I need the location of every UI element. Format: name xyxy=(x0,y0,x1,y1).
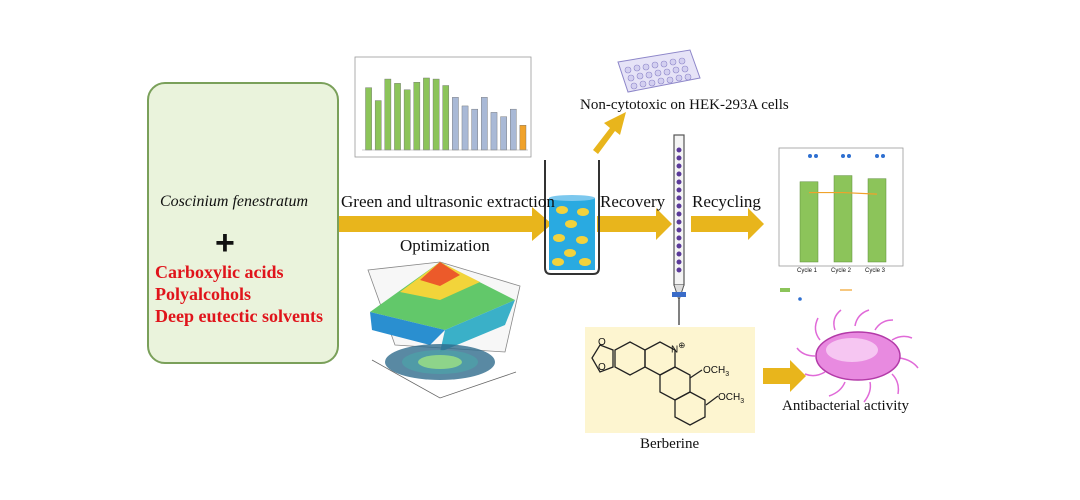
bar-chart-solvents xyxy=(354,56,532,158)
berberine-label: Berberine xyxy=(640,436,700,452)
chart1-bar xyxy=(481,97,488,151)
chart1-bar xyxy=(442,85,450,151)
arrow-cytotox xyxy=(593,112,626,154)
antibacterial-label: Antibacterial activity xyxy=(782,398,910,414)
chart2-bar xyxy=(799,181,819,263)
chart1-bar xyxy=(413,82,421,151)
chart2-bar xyxy=(867,178,887,263)
berberine-structure xyxy=(591,341,719,426)
chart2-tick-3: Cycle 3 xyxy=(865,268,886,274)
chart1-bar xyxy=(471,108,478,151)
chart2-tick-2: Cycle 2 xyxy=(831,268,852,274)
bacterium-icon xyxy=(796,309,919,403)
chart1-bar xyxy=(452,97,459,151)
chart1-bar xyxy=(423,77,430,151)
recycling-label: Recycling xyxy=(692,192,761,211)
chart1-bar xyxy=(365,87,372,151)
chart1-bar xyxy=(403,89,411,151)
species-name: Coscinium fenestratum xyxy=(160,193,308,210)
beaker xyxy=(544,160,600,275)
chart1-bar xyxy=(500,116,507,151)
cytotoxicity-label: Non-cytotoxic on HEK-293A cells xyxy=(580,97,789,113)
arrow-recycling xyxy=(691,208,764,240)
oxygen-label-top: O xyxy=(598,337,606,348)
chart1-bar xyxy=(432,78,440,151)
chart1-bar xyxy=(394,83,401,151)
process-arrows xyxy=(337,112,806,392)
chart1-bar xyxy=(374,100,382,151)
surface-plot xyxy=(367,261,521,399)
plus-sign: + xyxy=(215,224,235,262)
plant-solvent-panel xyxy=(147,82,339,364)
solvent-polyalcohols: Polyalcohols xyxy=(155,284,252,304)
solvent-carboxylic: Carboxylic acids xyxy=(155,262,284,282)
chart2-bar xyxy=(833,175,853,263)
chart2-tick-1: Cycle 1 xyxy=(797,268,818,274)
nitrogen-label: N⊕ xyxy=(671,340,686,356)
chart1-bar xyxy=(384,78,392,151)
arrow-antibacterial xyxy=(763,360,806,392)
chart1-bar xyxy=(461,105,469,151)
berberine-box xyxy=(585,327,755,433)
arrow-recovery xyxy=(597,208,672,240)
chart1-bar xyxy=(510,108,517,151)
extraction-label: Green and ultrasonic extraction xyxy=(341,192,555,211)
solvent-des: Deep eutectic solvents xyxy=(155,306,323,326)
chart1-bar xyxy=(519,125,527,151)
arrow-extraction xyxy=(337,207,552,241)
methoxy-label-top: OCH3 xyxy=(703,365,730,378)
methoxy-label-bottom: OCH3 xyxy=(718,392,745,405)
bar-chart-recycling xyxy=(778,147,904,301)
well-plate xyxy=(617,49,701,93)
optimization-label: Optimization xyxy=(400,236,490,255)
oxygen-label-bottom: O xyxy=(598,362,606,373)
chart1-bar xyxy=(490,112,498,151)
chromatography-column xyxy=(672,134,686,325)
recovery-label: Recovery xyxy=(600,192,666,211)
chart2-purity-line xyxy=(809,191,878,195)
